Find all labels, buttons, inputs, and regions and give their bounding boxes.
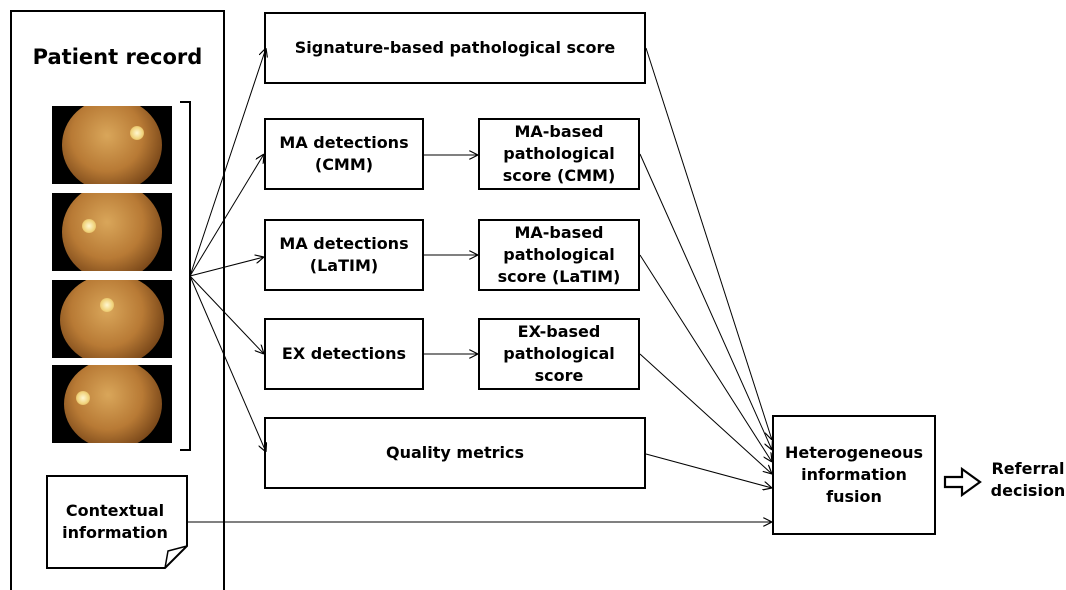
arrow-to-ex bbox=[189, 275, 264, 354]
ex-detections-label: EX detections bbox=[281, 344, 407, 363]
signature-score-label: Signature-based pathological score bbox=[294, 38, 616, 57]
ma-detections-cmm-box: MA detections (CMM) bbox=[264, 118, 424, 190]
ex-score-label: EX-based pathological score bbox=[503, 322, 615, 385]
arrow-to-ma-latim bbox=[189, 257, 264, 277]
arrow-ex-score-to-fusion bbox=[639, 353, 772, 474]
quality-metrics-label: Quality metrics bbox=[386, 443, 524, 462]
fusion-label: Heterogeneous information fusion bbox=[784, 443, 924, 506]
referral-decision-label: Referral decision bbox=[990, 459, 1066, 500]
fundus-image-3 bbox=[52, 280, 172, 358]
arrow-to-signature bbox=[189, 48, 266, 277]
ma-detections-latim-label: MA detections (LaTIM) bbox=[279, 234, 409, 275]
patient-record-title: Patient record bbox=[32, 45, 203, 69]
image-bracket bbox=[180, 101, 191, 451]
ma-detections-cmm-label: MA detections (CMM) bbox=[279, 133, 409, 174]
arrow-to-ma-cmm bbox=[189, 154, 264, 277]
ma-score-cmm-box: MA-based pathological score (CMM) bbox=[478, 118, 640, 190]
patient-record-panel bbox=[10, 10, 225, 590]
arrow-ma-cmm-score-to-fusion bbox=[639, 153, 772, 450]
ma-score-cmm-label: MA-based pathological score (CMM) bbox=[502, 122, 616, 185]
contextual-note-shape bbox=[46, 475, 188, 569]
fundus-image-4 bbox=[52, 365, 172, 443]
arrow-signature-to-fusion bbox=[645, 47, 772, 440]
ex-detections-box: EX detections bbox=[264, 318, 424, 390]
arrow-to-quality bbox=[189, 275, 266, 452]
ma-detections-latim-box: MA detections (LaTIM) bbox=[264, 219, 424, 291]
quality-metrics-box: Quality metrics bbox=[264, 417, 646, 489]
ma-score-latim-box: MA-based pathological score (LaTIM) bbox=[478, 219, 640, 291]
arrow-quality-to-fusion bbox=[645, 453, 772, 488]
referral-arrow-icon bbox=[943, 466, 982, 498]
fundus-image-1 bbox=[52, 106, 172, 184]
arrow-ma-latim-score-to-fusion bbox=[639, 254, 772, 462]
fusion-box: Heterogeneous information fusion bbox=[772, 415, 936, 535]
contextual-information-label: Contextual information bbox=[62, 501, 168, 542]
fundus-image-2 bbox=[52, 193, 172, 271]
ma-score-latim-label: MA-based pathological score (LaTIM) bbox=[497, 223, 621, 286]
ex-score-box: EX-based pathological score bbox=[478, 318, 640, 390]
contextual-note-fold bbox=[164, 545, 188, 569]
